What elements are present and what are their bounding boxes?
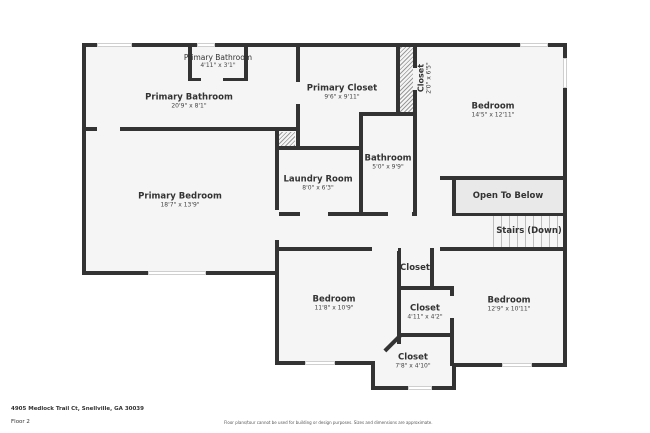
wall <box>82 43 86 275</box>
room-label-primary-bathroom-small: Primary Bathroom 4'11" x 3'1" <box>184 54 252 70</box>
wall <box>359 112 363 216</box>
room-name: Primary Bedroom <box>138 191 222 202</box>
room-label-closet-narrow: Closet 2'0" x 6'5" <box>416 62 433 94</box>
wall <box>188 43 192 81</box>
room-name: Primary Closet <box>306 83 378 94</box>
window <box>563 58 567 88</box>
room-label-bathroom: Bathroom 5'0" x 9'9" <box>364 153 412 172</box>
floor-label: Floor 2 <box>11 419 30 425</box>
room-label-open-to-below: Open To Below <box>472 191 544 202</box>
room-name: Closet <box>400 263 430 274</box>
room-dims: 5'0" x 9'9" <box>372 163 404 171</box>
doorway <box>450 296 454 318</box>
wall <box>359 112 417 116</box>
room-label-closet-bottom: Closet 7'8" x 4'10" <box>395 352 431 371</box>
wall <box>275 212 417 216</box>
chase-hatch <box>399 46 415 112</box>
wall <box>82 43 567 47</box>
room-name: Closet <box>410 303 440 314</box>
exterior-blank-2 <box>453 367 568 397</box>
room-name: Open To Below <box>472 191 544 202</box>
window <box>408 386 432 390</box>
wall <box>275 247 375 251</box>
stairs-area <box>486 216 564 248</box>
room-label-primary-bedroom: Primary Bedroom 18'7" x 13'9" <box>138 191 222 210</box>
doorway <box>296 82 300 104</box>
room-name: Closet <box>398 352 428 363</box>
room-dims: 4'11" x 3'1" <box>200 61 236 69</box>
room-name: Primary Bathroom <box>183 53 253 63</box>
room-dims: 14'5" x 12'11" <box>471 111 515 119</box>
room-name: Bedroom <box>471 101 515 112</box>
wall <box>275 146 363 150</box>
wall <box>440 176 567 180</box>
floor-area <box>82 44 566 273</box>
wall <box>563 43 567 367</box>
room-label-primary-bathroom: Primary Bathroom 20'9" x 8'1" <box>145 92 233 111</box>
room-dims: 18'7" x 13'9" <box>160 201 200 209</box>
doorway <box>97 127 120 131</box>
room-label-closet-small: Closet <box>400 263 430 274</box>
wall <box>452 176 456 216</box>
room-name: Bedroom <box>312 294 356 305</box>
doorway <box>418 176 440 180</box>
wall <box>430 248 434 286</box>
room-label-closet-mid: Closet 4'11" x 4'2" <box>407 303 443 322</box>
room-dims: 12'9" x 10'11" <box>487 305 531 313</box>
property-address: 4905 Medlock Trail Ct, Snellville, GA 30… <box>11 406 144 412</box>
window <box>97 43 132 47</box>
wall <box>452 364 456 390</box>
window <box>148 271 206 275</box>
room-dims: 8'0" x 6'3" <box>302 184 334 192</box>
wall <box>82 127 297 131</box>
room-dims: 7'8" x 4'10" <box>395 362 431 370</box>
wall <box>452 213 567 216</box>
wall <box>450 286 454 366</box>
wall <box>413 43 417 216</box>
room-name: Bathroom <box>364 153 412 164</box>
doorway <box>372 247 398 251</box>
open-to-below-area <box>454 180 564 214</box>
room-name: Laundry Room <box>283 174 353 185</box>
room-dims: 20'9" x 8'1" <box>171 102 207 110</box>
room-dims: 9'6" x 9'11" <box>324 93 360 101</box>
exterior-blank-3 <box>275 362 371 397</box>
doorway <box>201 78 223 81</box>
room-label-primary-closet: Primary Closet 9'6" x 9'11" <box>306 83 378 102</box>
wall <box>397 333 453 337</box>
wall <box>244 43 248 81</box>
doorway <box>413 68 417 90</box>
room-name: Stairs (Down) <box>496 226 562 237</box>
room-dims: 4'11" x 4'2" <box>407 313 443 321</box>
room-label-bedroom-se: Bedroom 12'9" x 10'11" <box>487 295 531 314</box>
window <box>502 363 532 367</box>
window <box>305 361 335 365</box>
wall <box>371 361 375 390</box>
doorway <box>275 210 279 240</box>
room-label-laundry-room: Laundry Room 8'0" x 6'3" <box>283 174 353 193</box>
doorway <box>404 247 430 251</box>
room-dims: 11'8" x 10'9" <box>314 304 354 312</box>
room-label-bedroom-ne: Bedroom 14'5" x 12'11" <box>471 101 515 120</box>
disclaimer: Floor plans/tour cannot be used for buil… <box>224 420 433 425</box>
room-label-stairs: Stairs (Down) <box>496 226 562 237</box>
room-label-bedroom-sw: Bedroom 11'8" x 10'9" <box>312 294 356 313</box>
chase-hatch-2 <box>279 132 295 148</box>
room-name: Primary Bathroom <box>145 92 233 103</box>
doorway <box>300 212 328 216</box>
exterior-blank <box>82 273 275 403</box>
room-name: Bedroom <box>487 295 531 306</box>
wall <box>275 127 279 248</box>
wall <box>396 43 400 115</box>
window <box>520 43 548 47</box>
wall <box>275 248 279 364</box>
wall <box>440 247 567 251</box>
wall <box>397 286 453 290</box>
doorway <box>388 212 412 216</box>
window <box>197 43 215 47</box>
room-dims: 2'0" x 6'5" <box>425 62 433 94</box>
wall <box>397 248 401 344</box>
